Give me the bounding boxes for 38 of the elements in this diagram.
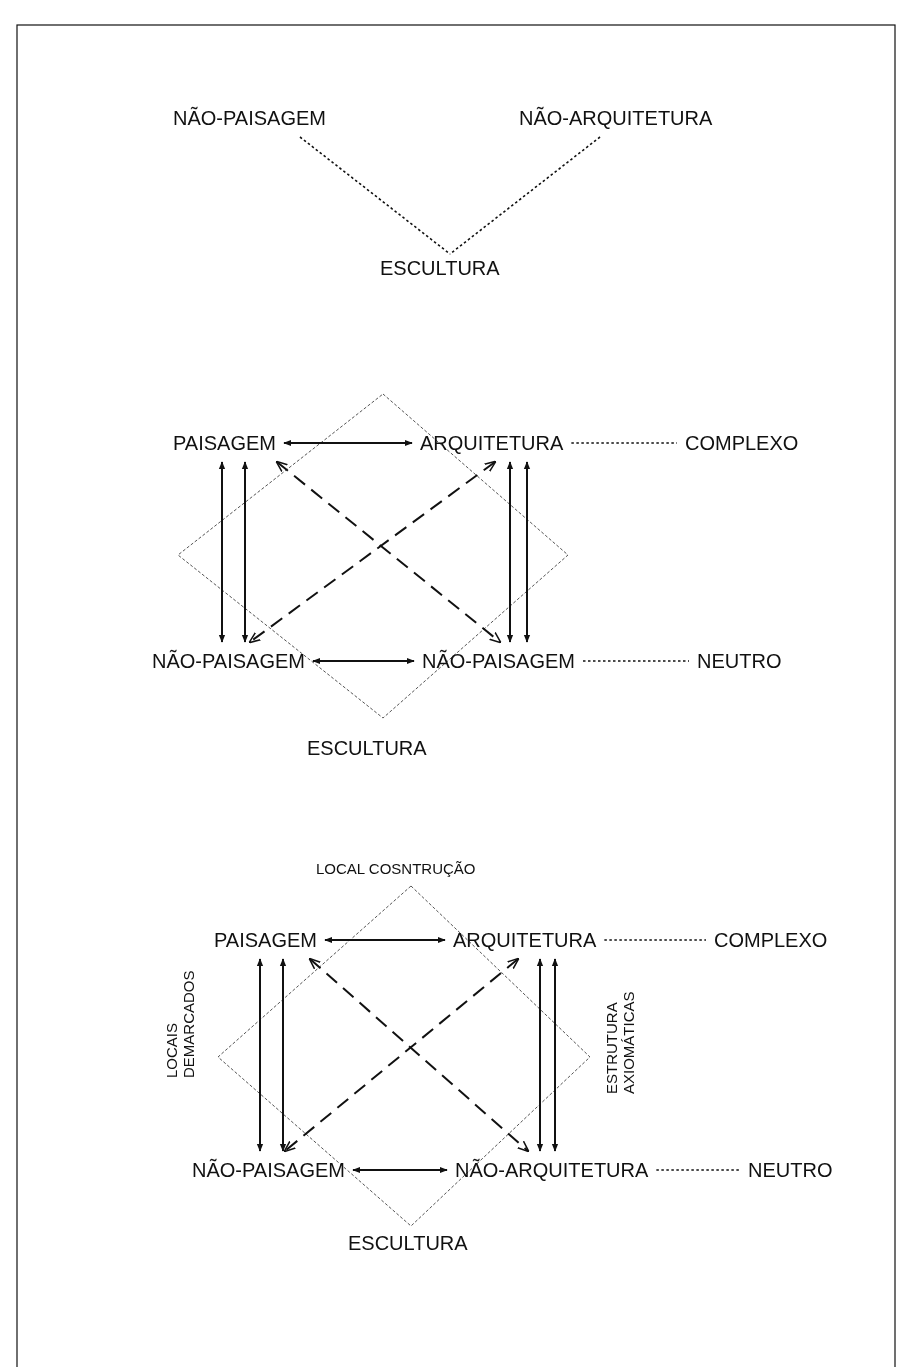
concept-label: ARQUITETURA	[420, 432, 564, 454]
arrow	[536, 958, 544, 1152]
arrow	[312, 657, 415, 665]
arrow	[218, 461, 226, 643]
concept-label: NEUTRO	[697, 650, 782, 672]
arrow	[256, 958, 264, 1152]
side-label: ESTRUTURA AXIOMÁTICAS	[603, 990, 637, 1094]
concept-label: ARQUITETURA	[453, 929, 597, 951]
concept-label: PAISAGEM	[173, 432, 276, 454]
arrow	[352, 1166, 448, 1174]
dotted-line	[299, 136, 451, 255]
arrow	[283, 439, 413, 447]
arrow	[279, 958, 287, 1152]
concept-label: ESCULTURA	[380, 257, 500, 279]
dotted-line	[603, 939, 707, 941]
concept-label: NÃO-PAISAGEM	[192, 1159, 345, 1181]
arrow	[241, 461, 249, 643]
concept-label: NÃO-PAISAGEM	[152, 650, 305, 672]
concept-label: COMPLEXO	[714, 929, 828, 951]
dotted-line	[582, 660, 690, 662]
concept-label: NÃO-PAISAGEM	[422, 650, 575, 672]
arrow	[523, 461, 531, 643]
caption-label: ESCULTURA	[307, 737, 427, 759]
arrow	[506, 461, 514, 643]
concept-label: NÃO-PAISAGEM	[173, 107, 326, 129]
dotted-line	[449, 136, 601, 255]
dotted-line	[570, 442, 678, 444]
concept-label: NEUTRO	[748, 1159, 833, 1181]
arrow	[551, 958, 559, 1152]
annotation-label: LOCAL COSNTRUÇÃO	[316, 860, 476, 877]
concept-label: PAISAGEM	[214, 929, 317, 951]
concept-label: COMPLEXO	[685, 432, 799, 454]
dotted-line	[655, 1169, 741, 1171]
concept-label: NÃO-ARQUITETURA	[455, 1159, 649, 1181]
caption-label: ESCULTURA	[348, 1232, 468, 1254]
arrow	[324, 936, 446, 944]
concept-label: NÃO-ARQUITETURA	[519, 107, 713, 129]
side-label: LOCAIS DEMARCADOS	[163, 970, 197, 1078]
